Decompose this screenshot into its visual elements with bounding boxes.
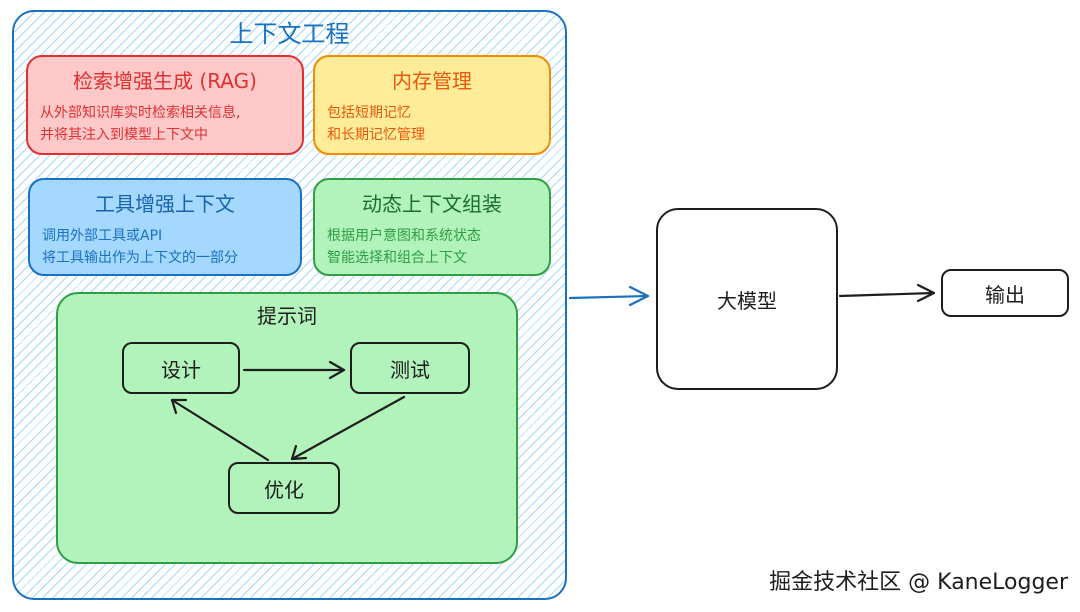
tools-card-line: 调用外部工具或API <box>42 228 163 244</box>
prompt-card-title: 提示词 <box>257 304 317 328</box>
tools-card-title: 工具增强上下文 <box>95 192 235 216</box>
dynamic-card-line: 根据用户意图和系统状态 <box>327 228 481 244</box>
llm-to-output-arrow <box>838 283 936 303</box>
output-node: 输出 <box>941 269 1069 317</box>
memory-card-line: 和长期记忆管理 <box>327 127 425 143</box>
dynamic-context-assembly-card: 动态上下文组装 根据用户意图和系统状态 智能选择和组合上下文 <box>313 178 551 276</box>
context-engineering-title: 上下文工程 <box>229 20 350 48</box>
design-node: 设计 <box>122 342 240 394</box>
rag-card-line: 并将其注入到模型上下文中 <box>40 127 208 143</box>
tools-card-body: 调用外部工具或API 将工具输出作为上下文的一部分 <box>42 225 288 269</box>
tools-card-line: 将工具输出作为上下文的一部分 <box>42 250 238 266</box>
rag-card-title: 检索增强生成 (RAG) <box>73 69 257 93</box>
rag-card-body: 从外部知识库实时检索相关信息, 并将其注入到模型上下文中 <box>40 102 290 146</box>
memory-card-line: 包括短期记忆 <box>327 105 411 121</box>
rag-card-line: 从外部知识库实时检索相关信息, <box>40 105 241 121</box>
prompt-card <box>56 292 518 564</box>
rag-card: 检索增强生成 (RAG) 从外部知识库实时检索相关信息, 并将其注入到模型上下文… <box>26 55 304 155</box>
llm-node: 大模型 <box>656 208 838 390</box>
memory-card-body: 包括短期记忆 和长期记忆管理 <box>327 102 537 146</box>
context-to-llm-arrow <box>568 285 650 307</box>
memory-management-card: 内存管理 包括短期记忆 和长期记忆管理 <box>313 55 551 155</box>
test-node: 测试 <box>350 342 470 394</box>
dynamic-card-body: 根据用户意图和系统状态 智能选择和组合上下文 <box>327 225 537 269</box>
dynamic-card-line: 智能选择和组合上下文 <box>327 250 467 266</box>
dynamic-card-title: 动态上下文组装 <box>362 192 502 216</box>
tool-augmented-context-card: 工具增强上下文 调用外部工具或API 将工具输出作为上下文的一部分 <box>28 178 302 276</box>
memory-card-title: 内存管理 <box>392 69 472 93</box>
optimize-node: 优化 <box>228 462 340 514</box>
watermark: 掘金技术社区 @ KaneLogger <box>769 570 1068 595</box>
